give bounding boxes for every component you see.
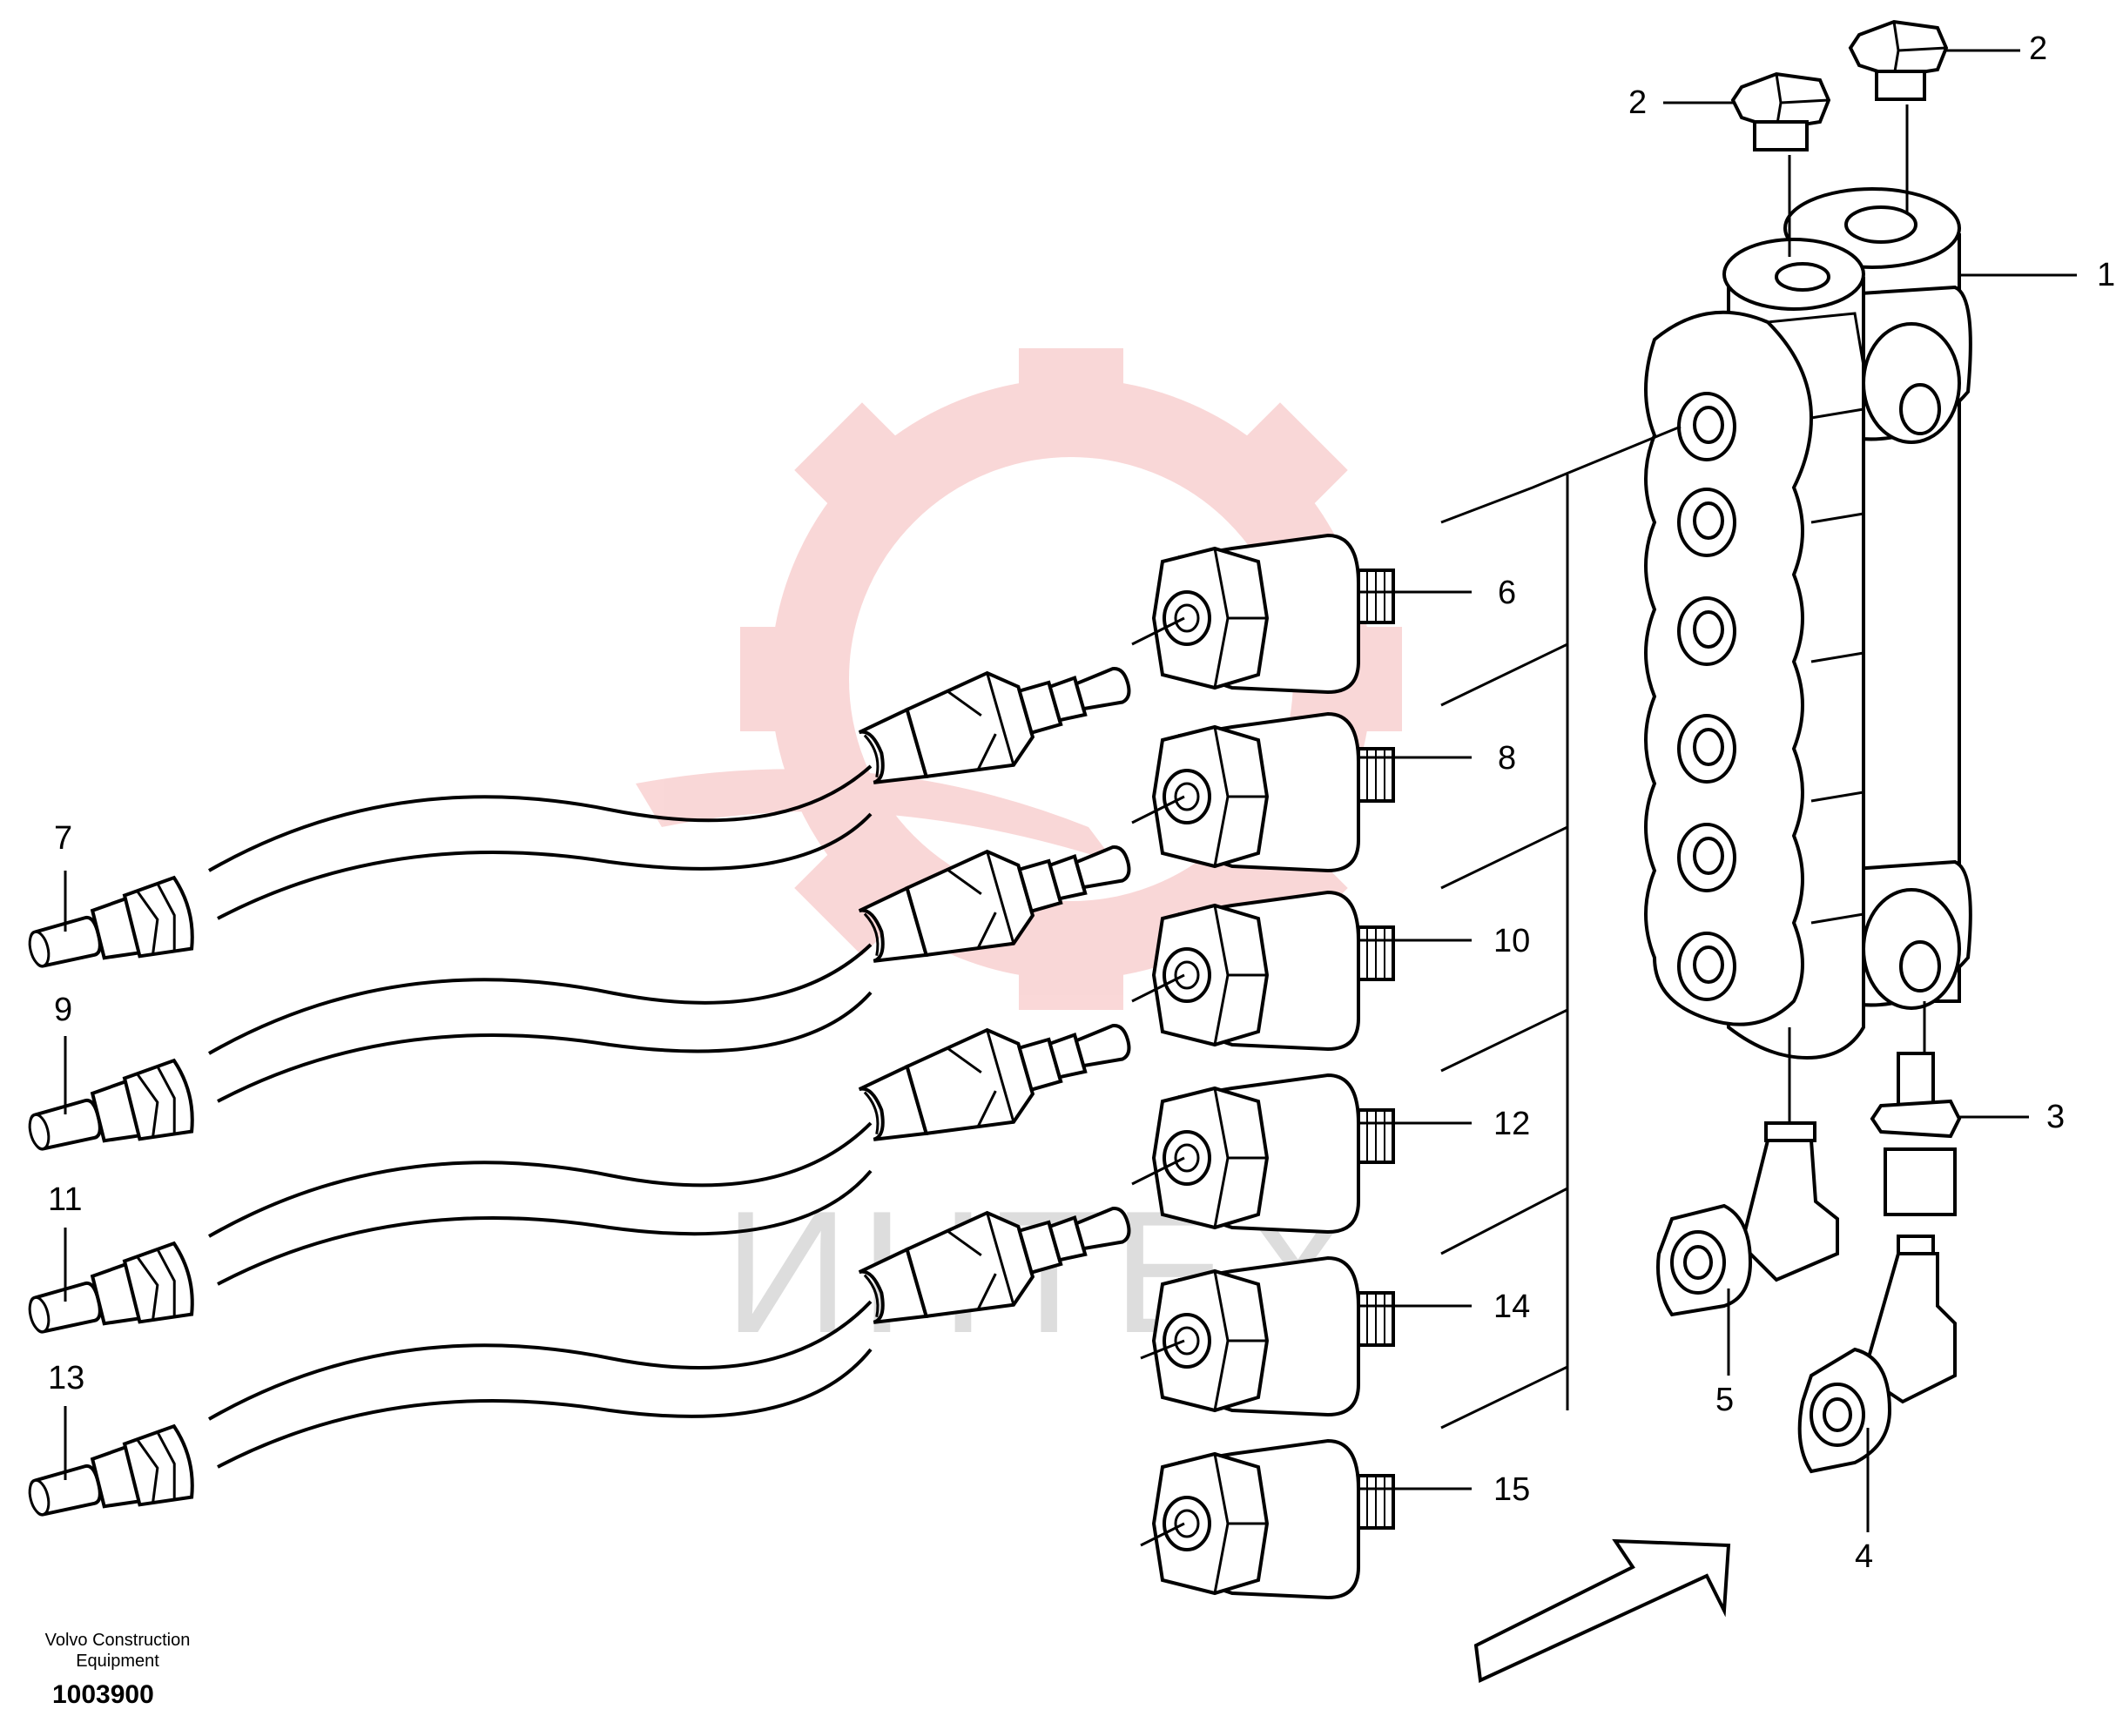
callout-13: 13 (48, 1360, 84, 1396)
callout-5: 5 (1715, 1382, 1734, 1418)
distribution-block (1644, 187, 1972, 1060)
connector-12 (1152, 1073, 1395, 1234)
callout-3: 3 (2046, 1099, 2065, 1135)
callout-14: 14 (1493, 1289, 1530, 1325)
hose-9 (20, 813, 1143, 1172)
callout-8: 8 (1498, 740, 1516, 777)
callout-12: 12 (1493, 1106, 1530, 1142)
hose-11 (20, 992, 1143, 1355)
callout-9: 9 (54, 992, 72, 1028)
company-caption: Volvo Construction Equipment (0, 1630, 235, 1672)
connection-lines (1440, 425, 1682, 1430)
callout-10: 10 (1493, 923, 1530, 959)
elbow-fitting-right (1797, 1252, 1957, 1474)
hose-13 (20, 1174, 1143, 1538)
callout-2-right: 2 (2029, 30, 2047, 67)
callout-2-left: 2 (1628, 84, 1647, 121)
company-line-2: Equipment (76, 1652, 159, 1671)
connector-6 (1152, 534, 1395, 694)
plug-alignment-lines (1788, 104, 1926, 1123)
elbow-fitting-left (1656, 1121, 1839, 1317)
adapter-fitting (1870, 1052, 1962, 1255)
connector-10 (1152, 891, 1395, 1051)
direction-arrow (1473, 1538, 1731, 1683)
callout-7: 7 (54, 820, 72, 857)
callout-1: 1 (2097, 257, 2115, 293)
callout-15: 15 (1493, 1471, 1530, 1508)
connector-14 (1152, 1256, 1395, 1416)
callout-leaders (64, 49, 2077, 1532)
callout-6: 6 (1498, 575, 1516, 611)
callout-11: 11 (48, 1181, 82, 1218)
drawing-number: 1003900 (52, 1680, 154, 1709)
hose-7 (20, 635, 1143, 989)
plug-left (1730, 71, 1831, 151)
callout-4: 4 (1855, 1538, 1873, 1575)
connector-15 (1152, 1439, 1395, 1599)
connector-8 (1152, 712, 1395, 872)
company-line-1: Volvo Construction (44, 1631, 191, 1650)
connector-leaders (1131, 616, 1185, 1547)
plug-right (1848, 19, 1949, 101)
